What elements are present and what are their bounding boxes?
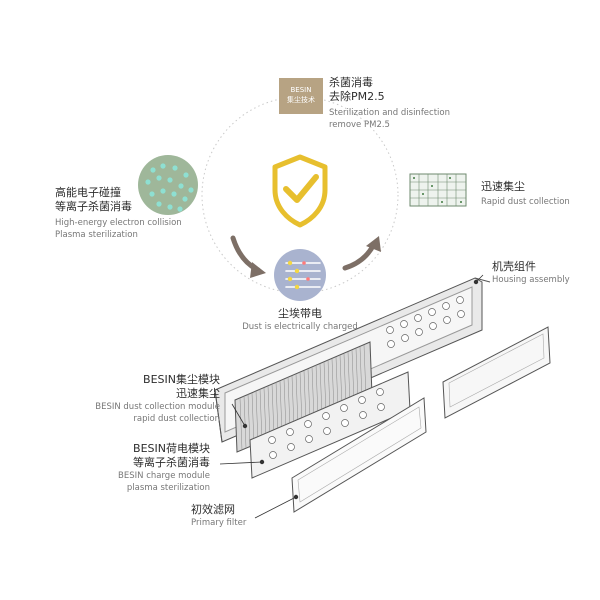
primary-filter-drawing [291, 397, 427, 513]
label-charged: 尘埃带电 Dust is electrically charged [192, 307, 408, 333]
charge-module-drawing [249, 371, 411, 479]
plasma-en2: Plasma sterilization [55, 230, 138, 240]
sterilization-en1: Sterilization and disinfection [329, 108, 450, 118]
plasma-cn2: 等离子杀菌消毒 [55, 200, 132, 213]
label-housing: 机壳组件 Housing assembly [492, 260, 570, 286]
label-plasma: 高能电子碰撞 等离子杀菌消毒 High-energy electron coll… [55, 186, 182, 241]
sterilization-en2: remove PM2.5 [329, 120, 390, 130]
rapid-cn1: 迅速集尘 [481, 180, 525, 193]
label-charge-module: BESIN荷电模块 等离子杀菌消毒 BESIN charge module pl… [10, 442, 210, 494]
housing-cn1: 机壳组件 [492, 260, 536, 273]
sterilization-cn1: 杀菌消毒 [329, 76, 373, 89]
label-dust-module: BESIN集尘模块 迅速集尘 BESIN dust collection mod… [20, 373, 220, 425]
dust-module-cn2: 迅速集尘 [176, 387, 220, 400]
dust-collection-grid-icon [409, 173, 467, 207]
primary-filter-en1: Primary filter [191, 518, 247, 528]
badge-line2: 集尘技术 [287, 96, 315, 104]
charge-module-en2: plasma sterilization [126, 483, 210, 493]
housing-electrode-row [386, 296, 465, 348]
charged-cn1: 尘埃带电 [278, 307, 322, 320]
label-sterilization: 杀菌消毒 去除PM2.5 Sterilization and disinfect… [329, 76, 450, 131]
end-panel-drawing [442, 326, 551, 419]
dust-module-cn1: BESIN集尘模块 [143, 373, 220, 386]
sterilization-cn2: 去除PM2.5 [329, 90, 385, 103]
dust-module-en2: rapid dust collection [133, 414, 220, 424]
charged-dust-icon [274, 249, 326, 301]
shield-check-icon [272, 154, 328, 228]
cycle-arrow-right [342, 236, 381, 271]
rapid-en1: Rapid dust collection [481, 197, 570, 207]
plasma-cn1: 高能电子碰撞 [55, 186, 121, 199]
charge-module-cn1: BESIN荷电模块 [133, 442, 210, 455]
plasma-particles-icon [138, 155, 198, 215]
label-primary-filter: 初效滤网 Primary filter [191, 503, 246, 529]
cycle-arrow-left [230, 235, 266, 278]
badge-line1: BESIN [290, 86, 312, 94]
besin-brand-badge: BESIN 集尘技术 [279, 78, 323, 114]
primary-filter-cn1: 初效滤网 [191, 503, 235, 516]
charge-module-cn2: 等离子杀菌消毒 [133, 456, 210, 469]
plasma-en1: High-energy electron collision [55, 218, 182, 228]
charge-module-en1: BESIN charge module [118, 471, 210, 481]
dust-module-en1: BESIN dust collection module [95, 402, 220, 412]
leader-lines [219, 274, 484, 519]
label-rapid-dust: 迅速集尘 Rapid dust collection [481, 180, 570, 208]
charged-en1: Dust is electrically charged [242, 322, 358, 332]
housing-en1: Housing assembly [492, 275, 570, 285]
